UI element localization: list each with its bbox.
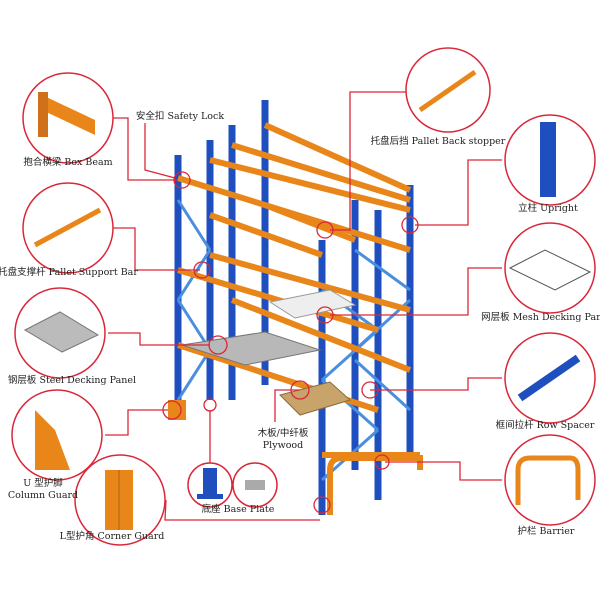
label-base-plate: 底座 Base Plate <box>201 504 275 515</box>
barrier-icon <box>515 455 581 505</box>
beams <box>177 122 420 458</box>
barrier-on-rack <box>327 455 423 515</box>
steel-deck-panel <box>181 331 322 366</box>
label-pallet-support-bar: 托盘支撑杆 Pallet Support Bar <box>0 267 138 278</box>
label-plywood-cn: 木板/中纤板 <box>257 428 309 439</box>
upright-icon <box>540 122 556 197</box>
box-beam-icon <box>42 95 95 135</box>
callout-markers <box>162 171 419 514</box>
rack-structure <box>168 100 423 515</box>
label-safety-lock: 安全扣 Safety Lock <box>135 111 225 122</box>
mesh-panel <box>268 289 357 319</box>
column-guard-detail <box>11 389 103 481</box>
label-box-beam: 抱合横梁 Box Beam <box>23 157 113 168</box>
plywood-panel <box>279 381 351 416</box>
base-plate-icon <box>203 468 217 496</box>
label-row-spacer: 框间拉杆 Row Spacer <box>495 420 595 431</box>
label-plywood-en: Plywood <box>262 440 304 451</box>
detail-illustrations <box>23 69 592 530</box>
row-spacer-icon <box>517 354 581 402</box>
base-plate-alt-icon <box>245 480 265 490</box>
label-steel-decking: 钢层板 Steel Decking Panel <box>7 375 137 386</box>
label-column-guard-cn: U 型护脚 <box>23 478 63 489</box>
back-stopper-icon <box>418 69 477 113</box>
column-guard-on-rack <box>168 400 186 420</box>
label-upright: 立柱 Upright <box>518 203 578 214</box>
label-corner-guard: L型护角 Corner Guard <box>59 531 165 542</box>
label-back-stopper: 托盘后挡 Pallet Back stopper <box>370 136 506 147</box>
steel-deck-icon <box>23 311 100 353</box>
bracing <box>176 199 412 482</box>
callout-lines <box>105 91 502 521</box>
label-mesh-decking: 网层板 Mesh Decking Panel <box>481 312 600 323</box>
column-guard-icon <box>35 410 70 470</box>
label-column-guard-en: Column Guard <box>7 490 79 501</box>
support-bar-icon <box>33 207 102 248</box>
label-barrier: 护栏 Barrier <box>517 526 575 537</box>
mesh-icon <box>508 249 592 291</box>
